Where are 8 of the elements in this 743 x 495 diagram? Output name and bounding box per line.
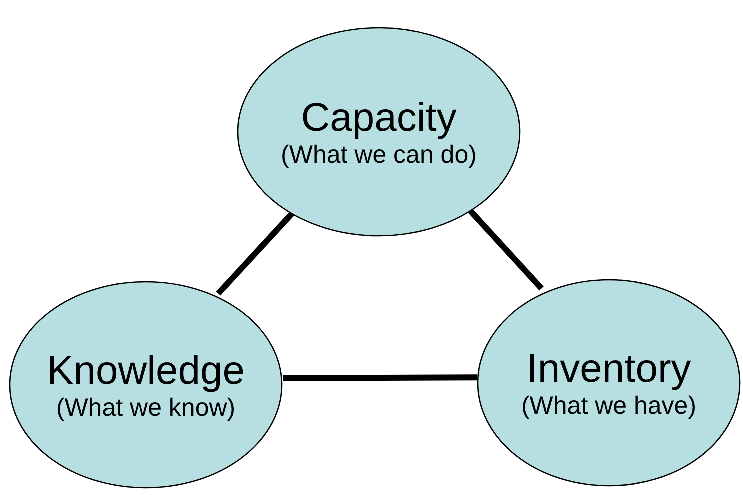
node-subtitle: (What we can do) (281, 140, 477, 170)
connector-line (216, 210, 296, 296)
node-subtitle: (What we know) (56, 394, 236, 422)
node-subtitle: (What we have) (521, 392, 697, 420)
node-title: Capacity (301, 94, 457, 141)
node-title: Knowledge (47, 348, 245, 394)
connector-line (282, 374, 478, 382)
node-title: Inventory (526, 346, 692, 392)
